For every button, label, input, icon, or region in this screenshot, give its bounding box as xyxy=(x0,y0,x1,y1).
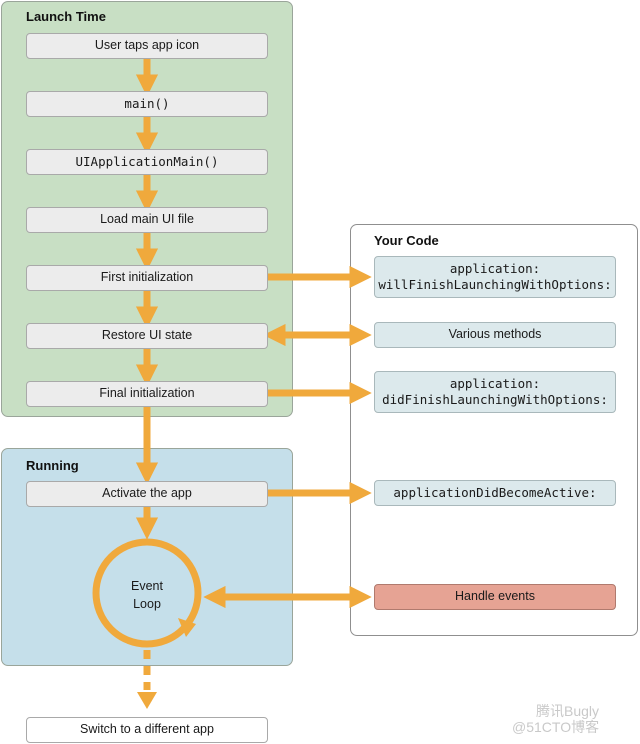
event-loop-label-line2: Loop xyxy=(133,596,161,611)
code-did-finish-launching: application: didFinishLaunchingWithOptio… xyxy=(374,371,616,413)
code-handle-events: Handle events xyxy=(374,584,616,610)
code-will-finish-line2: willFinishLaunchingWithOptions: xyxy=(378,277,612,292)
event-loop-label: Event Loop xyxy=(107,578,187,613)
step-main: main() xyxy=(26,91,268,117)
step-load-main-ui-file: Load main UI file xyxy=(26,207,268,233)
step-user-taps-app-icon: User taps app icon xyxy=(26,33,268,59)
watermark-line1: 腾讯Bugly xyxy=(536,703,600,719)
step-activate-the-app: Activate the app xyxy=(26,481,268,507)
launch-time-title: Launch Time xyxy=(26,9,106,24)
step-final-initialization: Final initialization xyxy=(26,381,268,407)
step-restore-ui-state: Restore UI state xyxy=(26,323,268,349)
your-code-title: Your Code xyxy=(374,233,439,248)
code-will-finish-launching: application: willFinishLaunchingWithOpti… xyxy=(374,256,616,298)
watermark: 腾讯Bugly @51CTO博客 xyxy=(512,703,599,735)
step-uiapplicationmain: UIApplicationMain() xyxy=(26,149,268,175)
code-will-finish-line1: application: xyxy=(449,261,541,277)
running-title: Running xyxy=(26,458,79,473)
step-first-initialization: First initialization xyxy=(26,265,268,291)
step-switch-to-different-app: Switch to a different app xyxy=(26,717,268,743)
code-various-methods: Various methods xyxy=(374,322,616,348)
arrow-loop-to-switch-head xyxy=(137,692,157,709)
watermark-line2: @51CTO博客 xyxy=(512,719,600,736)
code-did-finish-line1: application: xyxy=(449,376,541,392)
code-did-finish-line2: didFinishLaunchingWithOptions: xyxy=(382,392,608,407)
event-loop-label-line1: Event xyxy=(131,579,163,593)
code-did-become-active: applicationDidBecomeActive: xyxy=(374,480,616,506)
